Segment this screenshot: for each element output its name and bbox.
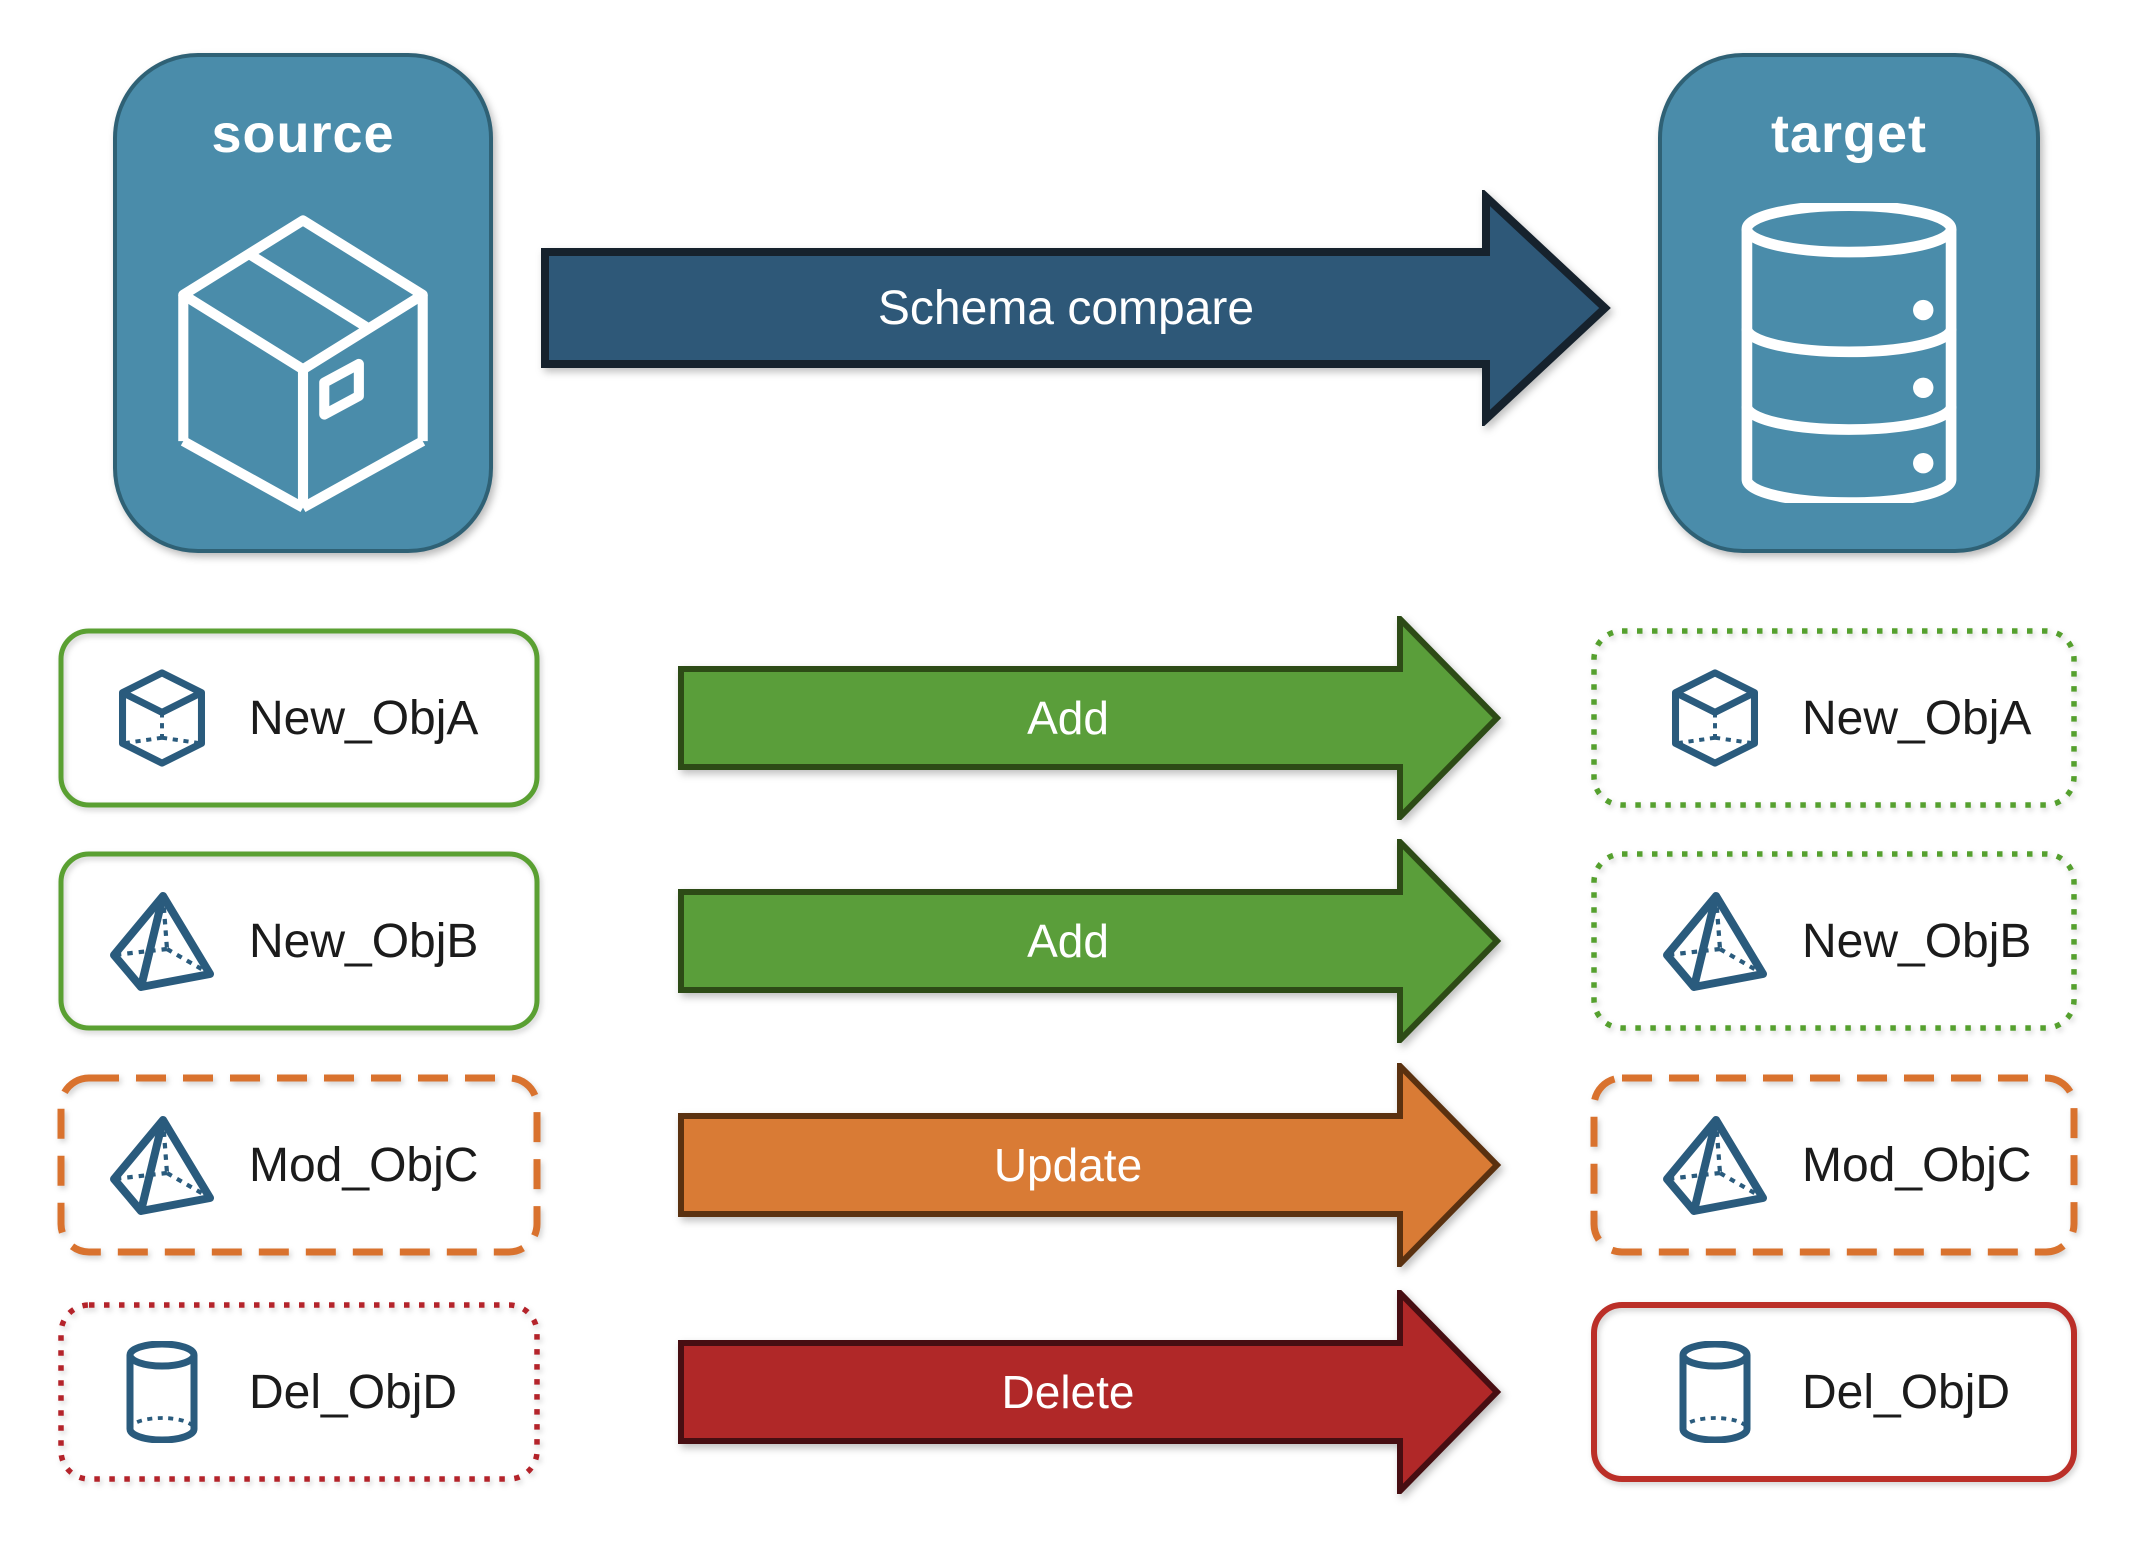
delete-arrow-label: Delete [1001,1366,1135,1418]
target-object-box-del-objd: Del_ObjD [1590,1301,2078,1483]
database-icon [1741,203,1957,503]
source-object-box-mod-objc: Mod_ObjC [57,1074,541,1256]
source-object-box-del-objd: Del_ObjD [57,1301,541,1483]
dashed-orange-border [57,1074,541,1256]
add-arrow [678,839,1502,1043]
target-node: target [1658,53,2040,553]
target-object-box-new-objb: New_ObjB [1590,850,2078,1032]
source-node-title: source [211,104,395,164]
target-object-box-mod-objc: Mod_ObjC [1590,1074,2078,1256]
source-object-box-new-objb: New_ObjB [57,850,541,1032]
pyramid-icon [1662,891,1768,991]
object-label: New_ObjB [1802,914,2032,968]
dashed-orange-border [1590,1074,2078,1256]
dotted-red-border [58,1302,540,1482]
pyramid-icon [109,1115,215,1215]
pyramid-icon [1662,1115,1768,1215]
source-node: source [113,53,493,553]
add-arrow-label: Add [1027,915,1109,967]
add-arrow-label: Add [1027,692,1109,744]
object-label: New_ObjA [249,691,479,745]
solid-green-border [58,628,540,808]
dotted-green-border [1591,628,2077,808]
package-box-icon [178,215,428,513]
target-node-title: target [1770,104,1928,164]
object-label: Mod_ObjC [1802,1138,2032,1192]
object-label: New_ObjA [1802,691,2032,745]
target-object-box-new-obja: New_ObjA [1590,627,2078,809]
solid-green-border [58,851,540,1031]
solid-red-border [1591,1302,2077,1482]
object-label: Mod_ObjC [249,1138,479,1192]
cube-icon [109,669,215,767]
cylinder-icon [1662,1341,1768,1443]
object-label: Del_ObjD [249,1365,458,1419]
object-label: Del_ObjD [1802,1365,2011,1419]
source-object-box-new-obja: New_ObjA [57,627,541,809]
update-arrow-label: Update [993,1139,1143,1191]
cube-icon [1662,669,1768,767]
add-arrow [678,616,1502,820]
schema-compare-arrow-label: Schema compare [877,281,1255,335]
pyramid-icon [109,891,215,991]
schema-compare-arrow [541,190,1611,426]
update-arrow [678,1063,1502,1267]
cylinder-icon [109,1341,215,1443]
object-label: New_ObjB [249,914,479,968]
dotted-green-border [1591,851,2077,1031]
delete-arrow [678,1290,1502,1494]
